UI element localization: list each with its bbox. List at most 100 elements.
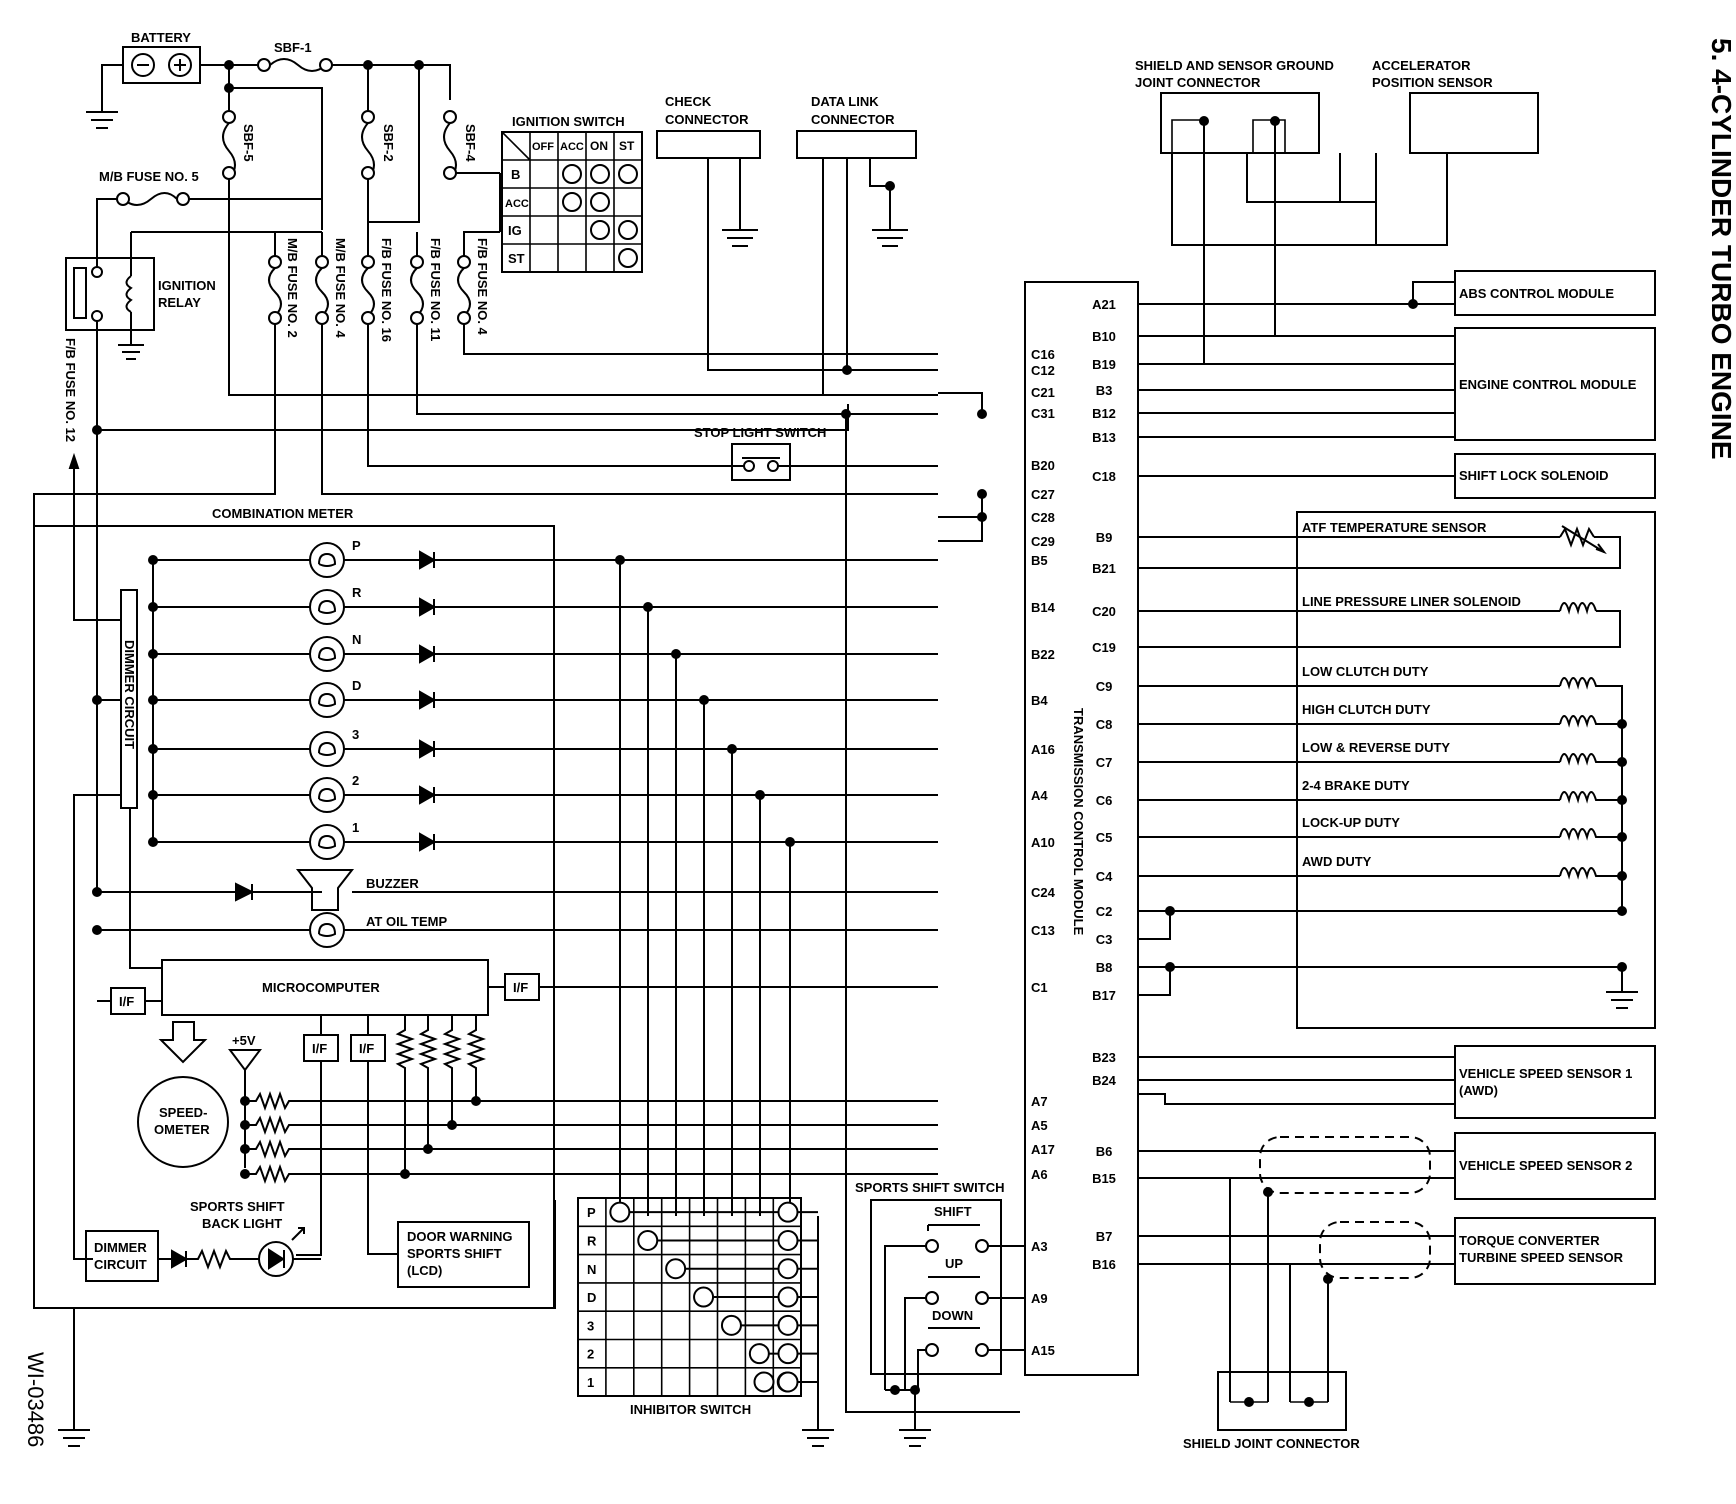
tcm-label: TRANSMISSION CONTROL MODULE [1071, 708, 1086, 936]
tcm-pin-c28: C28 [1031, 510, 1055, 525]
tc-label-1: TORQUE CONVERTER [1459, 1233, 1600, 1248]
ignition-relay: IGNITION RELAY [65, 257, 216, 331]
tcm-pin-c8: C8 [1096, 717, 1113, 732]
stop-light-switch: STOP LIGHT SWITCH [694, 425, 826, 481]
shield-ground-label-2: JOINT CONNECTOR [1135, 75, 1261, 90]
check-connector-label-2: CONNECTOR [665, 112, 749, 127]
ign-row-ig: IG [508, 223, 522, 238]
vehicle-speed-sensor-1: VEHICLE SPEED SENSOR 1 (AWD) [1454, 1045, 1656, 1119]
ground-sports-icon [899, 1429, 931, 1447]
dimmer-circuit-lower: DIMMER CIRCUIT [85, 1230, 159, 1282]
tcm-pin-c6: C6 [1096, 793, 1113, 808]
tcm-pin-c4: C4 [1096, 869, 1113, 884]
fb-fuse12-label: F/B FUSE NO. 12 [63, 338, 78, 442]
vss1-label-2: (AWD) [1459, 1083, 1498, 1098]
fuse-column: M/B FUSE NO. 2 M/B FUSE NO. 4 F/B FUSE N… [268, 238, 490, 342]
back-light: SPORTS SHIFT BACK LIGHT [190, 1199, 305, 1277]
sbf1-label: SBF-1 [274, 40, 312, 55]
lamp-bulb-icon [309, 542, 345, 578]
tcm-pin-b23: B23 [1092, 1050, 1116, 1065]
tcm-pin-b16: B16 [1092, 1257, 1116, 1272]
tcm-pin-c19: C19 [1092, 640, 1116, 655]
plus5v-label: +5V [232, 1033, 256, 1048]
page-title: 5. 4-CYLINDER TURBO ENGINE [1706, 38, 1736, 460]
tcm-pin-b7: B7 [1096, 1229, 1113, 1244]
tcm-pin-b5: B5 [1031, 553, 1048, 568]
figure-id: WI-03486 [23, 1352, 48, 1447]
mb-fuse4-label: M/B FUSE NO. 4 [333, 238, 348, 338]
ignition-switch-title: IGNITION SWITCH [512, 114, 625, 129]
door-warning-label-2: SPORTS SHIFT [407, 1246, 502, 1261]
ground-check-icon [722, 229, 758, 247]
tcm-pin-a5: A5 [1031, 1118, 1048, 1133]
ign-col-on: ON [590, 139, 608, 153]
vss1-label-1: VEHICLE SPEED SENSOR 1 [1459, 1066, 1632, 1081]
tcm-pin-c29: C29 [1031, 534, 1055, 549]
if4-label: I/F [359, 1041, 374, 1056]
tcm-pin-c31: C31 [1031, 406, 1055, 421]
mb-fuse2-label: M/B FUSE NO. 2 [285, 238, 300, 338]
tcm-pin-a16: A16 [1031, 742, 1055, 757]
tcm-pin-c12: C12 [1031, 363, 1055, 378]
battery-label: BATTERY [131, 30, 191, 45]
tcm-pin-c27: C27 [1031, 487, 1055, 502]
solenoid-5: AWD DUTY [1138, 854, 1627, 881]
microcomputer: MICROCOMPUTER [161, 959, 489, 1016]
inhibitor-title: INHIBITOR SWITCH [630, 1402, 751, 1417]
mb-fuse5 [116, 192, 190, 206]
dimmer-lower-label-1: DIMMER [94, 1240, 147, 1255]
shift-lock-solenoid: SHIFT LOCK SOLENOID [1454, 453, 1656, 499]
accelerator-position-sensor: ACCELERATOR POSITION SENSOR [1372, 58, 1539, 154]
lamp-bulb-icon [309, 636, 345, 672]
tcm-pin-b22: B22 [1031, 647, 1055, 662]
if-box-4: I/F [350, 1034, 386, 1062]
lamp-label-d: D [352, 678, 361, 693]
check-connector-label-1: CHECK [665, 94, 712, 109]
lamp-label-2: 2 [352, 773, 359, 788]
tcm-pin-b6: B6 [1096, 1144, 1113, 1159]
sbf5-fuse: SBF-5 [222, 110, 256, 180]
buzzer-label: BUZZER [366, 876, 419, 891]
ignition-relay-label-1: IGNITION [158, 278, 216, 293]
solenoid-4: LOCK-UP DUTY [1138, 815, 1627, 842]
if-box-left: I/F [110, 987, 146, 1015]
combination-meter: COMBINATION METER DIMMER CIRCUIT [33, 506, 555, 1309]
solenoid-coil-icon [1559, 753, 1622, 766]
lamp-bulb-icon [309, 589, 345, 625]
torque-converter-sensor: TORQUE CONVERTER TURBINE SPEED SENSOR [1454, 1217, 1656, 1285]
solenoid-label-2: LOW & REVERSE DUTY [1302, 740, 1450, 755]
tcm-pin-c7: C7 [1096, 755, 1113, 770]
tcm-pin-c16: C16 [1031, 347, 1055, 362]
diode-icon [419, 597, 437, 617]
solenoid-coil-icon [1559, 867, 1622, 880]
tcm-pin-b17: B17 [1092, 988, 1116, 1003]
speedometer-label-2: OMETER [154, 1122, 210, 1137]
tcm-pin-b20: B20 [1031, 458, 1055, 473]
micro-resistor-3 [466, 1015, 486, 1106]
ground-main-icon [58, 1429, 90, 1447]
tcm-pin-a3: A3 [1031, 1239, 1048, 1254]
micro-resistor-2 [442, 1015, 462, 1130]
solenoid-coil-icon [1559, 715, 1622, 728]
check-connector: CHECK CONNECTOR [656, 94, 761, 159]
fb-fuse16-label: F/B FUSE NO. 16 [379, 238, 394, 342]
tcm-pin-b21: B21 [1092, 561, 1116, 576]
data-link-connector: DATA LINK CONNECTOR [796, 94, 917, 159]
tcm-pin-b15: B15 [1092, 1171, 1116, 1186]
tcm-pin-b9: B9 [1096, 530, 1113, 545]
lamp-bulb-icon [309, 777, 345, 813]
door-warning-label-1: DOOR WARNING [407, 1229, 512, 1244]
data-link-label-1: DATA LINK [811, 94, 879, 109]
shift-lock-label: SHIFT LOCK SOLENOID [1459, 468, 1609, 483]
ground-dlc-icon [872, 229, 908, 247]
solenoid-label-0: LOW CLUTCH DUTY [1302, 664, 1429, 679]
pullup-resistors [240, 1091, 938, 1184]
diode-icon [419, 832, 437, 852]
tcm-pin-a7: A7 [1031, 1094, 1048, 1109]
door-warning-lcd: DOOR WARNING SPORTS SHIFT (LCD) [397, 1221, 530, 1288]
solenoid-3: 2-4 BRAKE DUTY [1138, 778, 1627, 805]
tcm-pin-c5: C5 [1096, 830, 1113, 845]
shield-ground-label-1: SHIELD AND SENSOR GROUND [1135, 58, 1334, 73]
back-light-label-1: SPORTS SHIFT [190, 1199, 285, 1214]
